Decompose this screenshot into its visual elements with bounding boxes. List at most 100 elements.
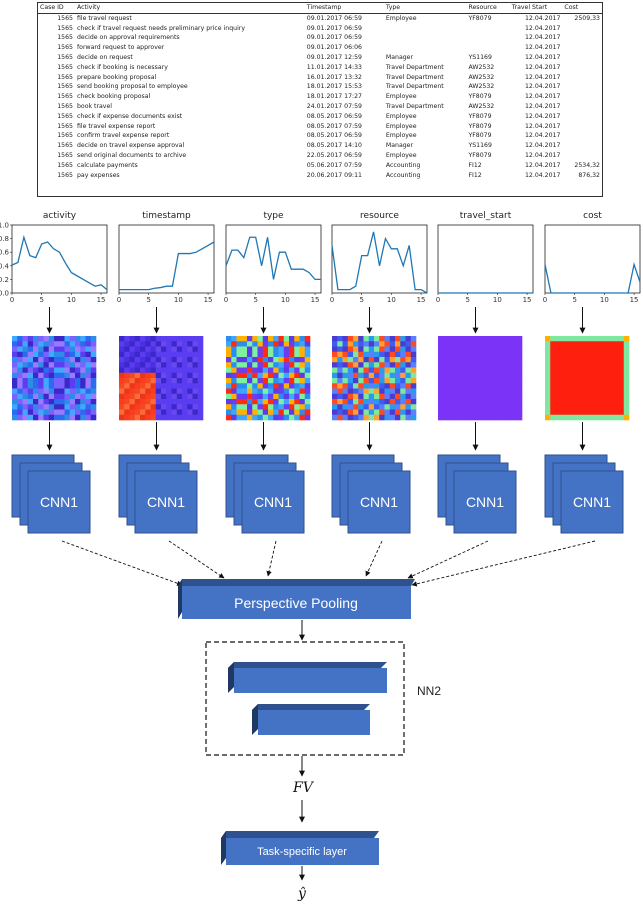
matrix-cell xyxy=(443,404,449,410)
matrix-cell xyxy=(247,336,253,342)
matrix-cell xyxy=(59,362,65,368)
matrix-cell xyxy=(342,393,349,400)
matrix-cell xyxy=(150,351,157,358)
matrix-cell xyxy=(43,336,50,342)
matrix-cell xyxy=(33,399,39,405)
matrix-cell xyxy=(405,357,412,363)
matrix-cell xyxy=(64,414,71,421)
matrix-cell xyxy=(294,404,300,410)
matrix-cell xyxy=(480,362,486,368)
matrix-cell xyxy=(145,351,151,358)
matrix-cell xyxy=(618,346,625,353)
matrix-cell xyxy=(150,362,157,368)
matrix-cell xyxy=(252,378,258,384)
matrix-cell xyxy=(342,372,349,379)
matrix-cell xyxy=(236,399,243,405)
matrix-cell xyxy=(474,399,481,405)
matrix-cell xyxy=(597,341,604,347)
matrix-cell xyxy=(623,346,630,353)
matrix-cell xyxy=(597,388,604,395)
matrix-cell xyxy=(347,383,354,389)
matrix-cell xyxy=(12,399,18,405)
matrix-cell xyxy=(38,372,44,379)
cnn-layer xyxy=(27,470,91,534)
matrix-cell xyxy=(80,336,86,342)
matrix-cell xyxy=(197,372,204,379)
matrix-cell xyxy=(389,399,396,405)
matrix-cell xyxy=(602,399,609,405)
matrix-cell xyxy=(443,378,449,384)
matrix-cell xyxy=(560,357,567,363)
matrix-cell xyxy=(129,346,136,353)
table-cell: Travel Department xyxy=(385,83,444,91)
matrix-cell xyxy=(602,388,609,395)
matrix-cell xyxy=(353,362,359,368)
matrix-cell xyxy=(516,346,523,353)
matrix-cell xyxy=(602,404,609,410)
matrix-cell xyxy=(150,346,157,353)
table-cell: 11.01.2017 14:33 xyxy=(306,63,362,71)
matrix-cell xyxy=(59,388,65,395)
matrix-cell xyxy=(236,414,243,421)
matrix-cell xyxy=(268,367,274,374)
matrix-cell xyxy=(337,346,343,353)
matrix-cell xyxy=(443,393,449,400)
matrix-cell xyxy=(368,346,375,353)
matrix-cell xyxy=(410,378,417,384)
matrix-cell xyxy=(571,336,577,342)
matrix-cell xyxy=(182,404,188,410)
matrix-cell xyxy=(299,351,306,358)
matrix-cell xyxy=(555,362,562,368)
matrix-cell xyxy=(597,367,604,374)
matrix-cell xyxy=(129,393,136,400)
matrix-cell xyxy=(400,414,406,421)
matrix-cell xyxy=(384,341,391,347)
matrix-cell xyxy=(166,414,172,421)
matrix-cell xyxy=(485,383,491,389)
matrix-cell xyxy=(368,409,375,416)
matrix-cell xyxy=(273,383,279,389)
matrix-cell xyxy=(90,414,97,421)
matrix-cell xyxy=(592,336,598,342)
matrix-cell xyxy=(182,378,188,384)
table-cell: Employee xyxy=(385,112,417,120)
nn2-box xyxy=(205,641,405,756)
matrix-cell xyxy=(155,404,162,410)
matrix-cell xyxy=(384,372,391,379)
matrix-cell xyxy=(304,341,311,347)
matrix-cell xyxy=(395,357,401,363)
matrix-cell xyxy=(268,362,274,368)
column-header: Cost xyxy=(562,3,602,14)
matrix-cell xyxy=(48,351,55,358)
matrix-cell xyxy=(192,357,199,363)
matrix-cell xyxy=(294,357,300,363)
matrix-cell xyxy=(187,409,193,416)
matrix-cell xyxy=(241,346,248,353)
matrix-cell xyxy=(480,367,486,374)
matrix-cell xyxy=(464,414,470,421)
matrix-cell xyxy=(145,346,151,353)
matrix-cell xyxy=(124,414,130,421)
plot-title: timestamp xyxy=(142,211,191,221)
table-cell: 12.04.2017 xyxy=(524,122,561,130)
matrix-cell xyxy=(395,336,401,342)
matrix-cell xyxy=(241,409,248,416)
matrix-cell xyxy=(236,362,243,368)
fv-label: FV xyxy=(292,780,315,796)
matrix-cell xyxy=(166,336,172,342)
matrix-cell xyxy=(257,336,264,342)
matrix-cell xyxy=(379,351,385,358)
matrix-cell xyxy=(550,414,556,421)
matrix-cell xyxy=(187,346,193,353)
matrix-cell xyxy=(69,357,76,363)
matrix-cell xyxy=(400,367,406,374)
x-tick-label: 15 xyxy=(204,296,213,304)
matrix-cell xyxy=(129,336,136,342)
matrix-cell xyxy=(353,341,359,347)
matrix-cell xyxy=(480,341,486,347)
matrix-cell xyxy=(64,399,71,405)
